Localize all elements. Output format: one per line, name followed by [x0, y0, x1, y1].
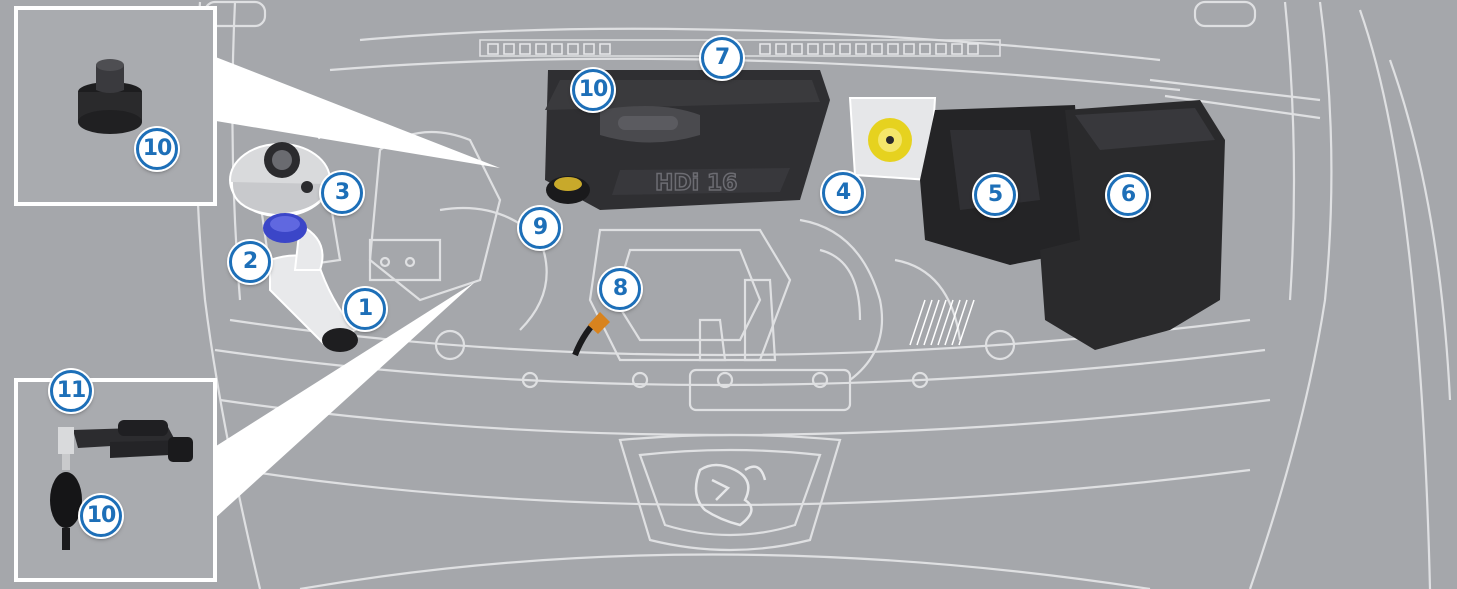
oil-dipstick	[572, 312, 610, 357]
inset-fuel-priming-pump-detail	[14, 378, 217, 582]
lion-emblem	[694, 463, 767, 527]
bottom-inset-pointer	[213, 282, 475, 520]
callout-10-engine-cover: 10	[572, 69, 614, 111]
engine-cover-text: HDi 16	[655, 171, 738, 196]
callout-9: 9	[519, 207, 561, 249]
callout-2: 2	[229, 241, 271, 283]
priming-pump-illustration	[50, 420, 193, 550]
engine-oil-filler-area	[322, 328, 358, 352]
washer-reservoir	[263, 213, 357, 347]
callout-10-top-inset: 10	[136, 128, 178, 170]
battery	[1040, 100, 1225, 350]
top-grille-slots	[487, 43, 979, 55]
oil-cap-detail-illustration	[78, 59, 142, 134]
callout-8: 8	[599, 268, 641, 310]
brake-fluid-reservoir	[848, 97, 937, 182]
oil-filler-cap	[546, 176, 590, 204]
callout-10-bottom-inset: 10	[80, 495, 122, 537]
callout-4: 4	[822, 172, 864, 214]
callout-6: 6	[1107, 174, 1149, 216]
callout-3: 3	[321, 172, 363, 214]
top-inset-pointer	[210, 56, 500, 168]
callout-7: 7	[701, 37, 743, 79]
air-filter	[909, 299, 975, 346]
callout-1: 1	[344, 288, 386, 330]
callout-5: 5	[974, 174, 1016, 216]
callout-11: 11	[50, 370, 92, 412]
inset-oil-cap-detail	[14, 6, 217, 206]
